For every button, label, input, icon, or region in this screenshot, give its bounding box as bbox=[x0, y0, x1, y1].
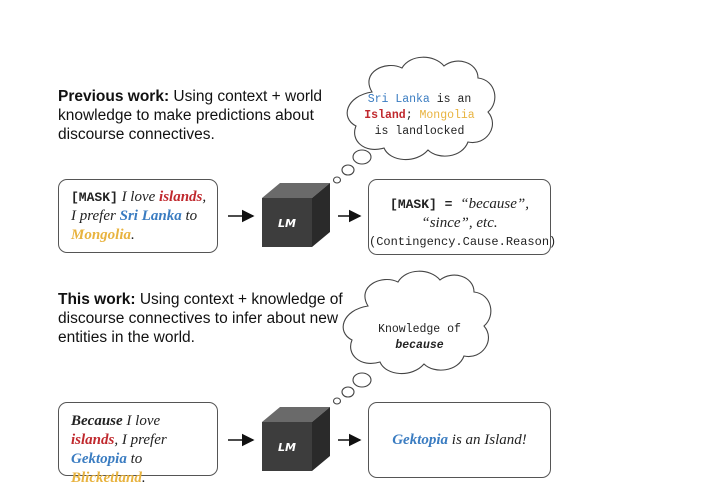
entity-sri-lanka: Sri Lanka bbox=[367, 93, 430, 106]
connective-knowledge-thought: Knowledge of because bbox=[362, 322, 477, 354]
this-work-label: This work: bbox=[58, 291, 136, 308]
previous-work-label: Previous work: bbox=[58, 88, 170, 105]
entity-gektopia: Gektopia bbox=[71, 451, 127, 467]
this-output-box: Gektopia is an Island! bbox=[368, 402, 551, 478]
entity-island: Island bbox=[364, 109, 406, 122]
previous-output-box: [MASK] = “because”, “since”, etc. (Conti… bbox=[368, 179, 557, 255]
this-input-box: Because I love islands, I prefer Gektopi… bbox=[58, 402, 218, 486]
thought-cloud bbox=[332, 270, 492, 405]
entity-blicketland: Blicketland bbox=[71, 470, 142, 486]
this-work-description: Using context + knowledge of discourse c… bbox=[58, 291, 343, 346]
previous-work-description: Using context + world knowledge to make … bbox=[58, 88, 323, 143]
mask-token: [MASK] bbox=[71, 190, 118, 205]
world-knowledge-thought: Sri Lanka is an Island; Mongolia is land… bbox=[364, 93, 475, 138]
because-word: Because bbox=[71, 413, 123, 429]
islands-word: islands bbox=[71, 432, 115, 448]
entity-gektopia: Gektopia bbox=[392, 432, 449, 448]
lm-label: LM bbox=[278, 217, 296, 230]
previous-input-box: [MASK] I love islands, I prefer Sri Lank… bbox=[58, 179, 218, 253]
entity-mongolia: Mongolia bbox=[419, 109, 475, 122]
lm-cube: LM bbox=[262, 183, 330, 247]
this-output-inference: Gektopia is an Island! bbox=[392, 432, 527, 448]
entity-sri-lanka: Sri Lanka bbox=[119, 208, 182, 224]
previous-work-heading: Previous work: Using context + world kno… bbox=[58, 87, 348, 144]
entity-mongolia: Mongolia bbox=[71, 227, 132, 243]
thought-cloud bbox=[332, 56, 496, 184]
this-work-heading: This work: Using context + knowledge of … bbox=[58, 290, 348, 347]
previous-output-prediction: [MASK] = “because”, “since”, etc. bbox=[390, 196, 529, 231]
lm-label: LM bbox=[278, 441, 296, 454]
previous-output-relation: (Contingency.Cause.Reason) bbox=[369, 235, 557, 249]
because-word: because bbox=[395, 339, 444, 352]
lm-cube: LM bbox=[262, 407, 330, 471]
islands-word: islands bbox=[159, 189, 203, 205]
